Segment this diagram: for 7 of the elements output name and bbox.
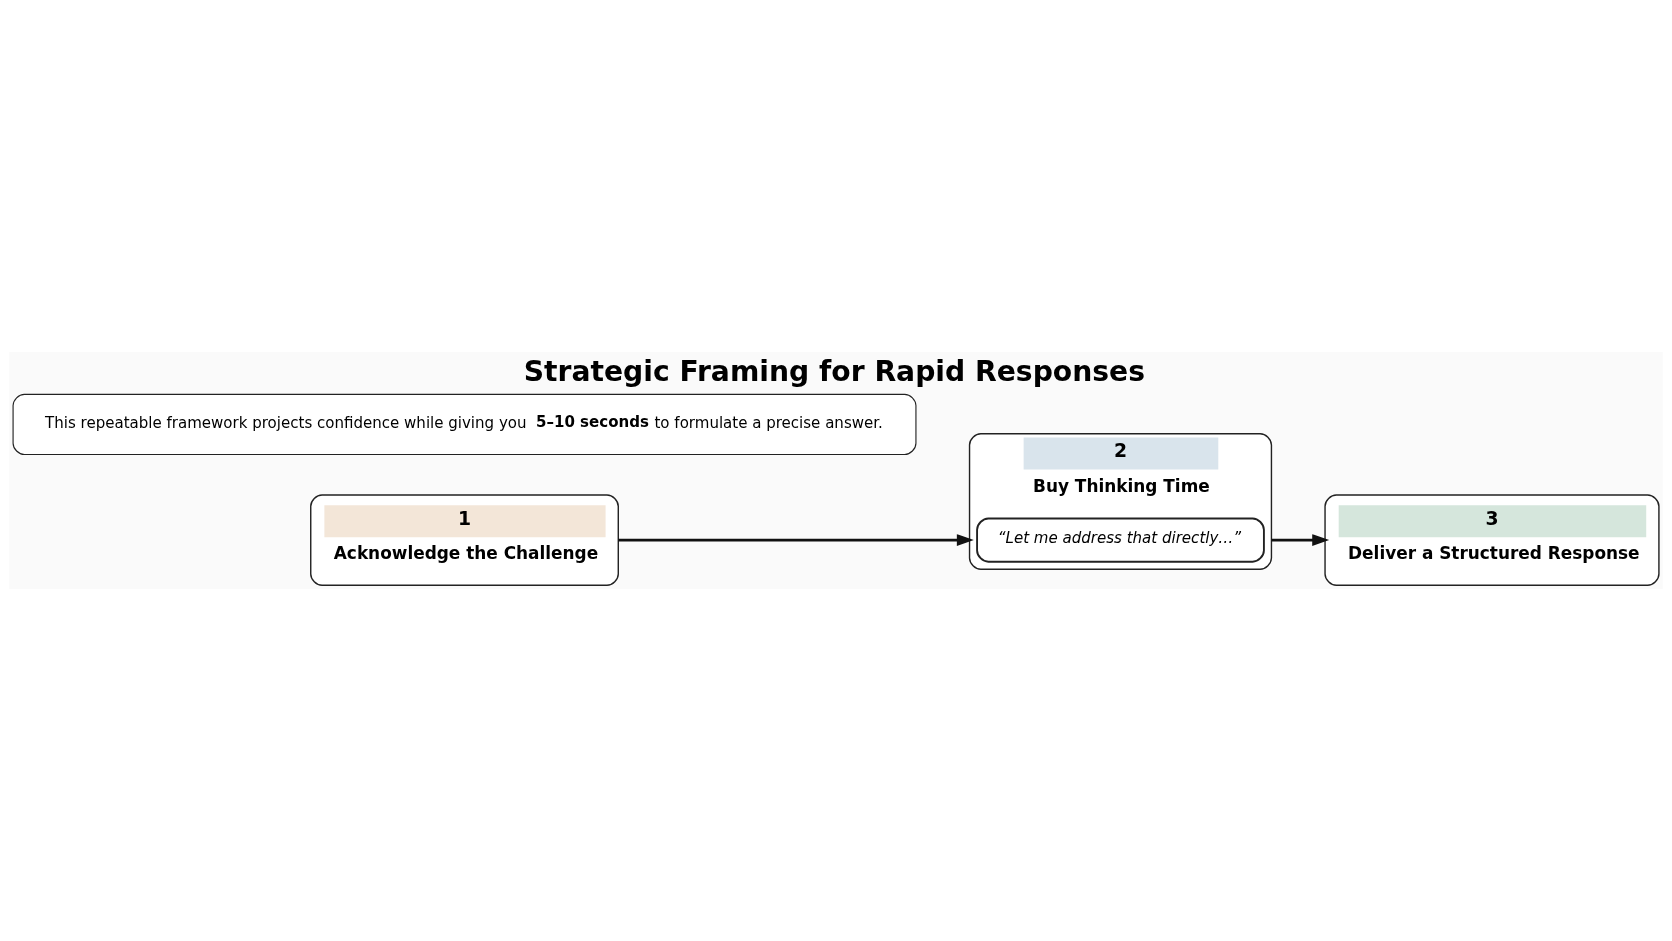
arrow (618, 534, 974, 547)
node-box: 1 Acknowledge the Challenge (310, 494, 619, 586)
node-box: This repeatable framework projects confidence while giving you 5–10 seconds to formulate a precise answer. (12, 393, 917, 456)
diagram-title: Strategic Framing for Rapid Responses (523, 355, 1146, 389)
arrow (1271, 534, 1330, 547)
node-box: 3 Deliver a Structured Response (1324, 494, 1660, 586)
node-box: “Let me address that directly…” (976, 517, 1265, 563)
